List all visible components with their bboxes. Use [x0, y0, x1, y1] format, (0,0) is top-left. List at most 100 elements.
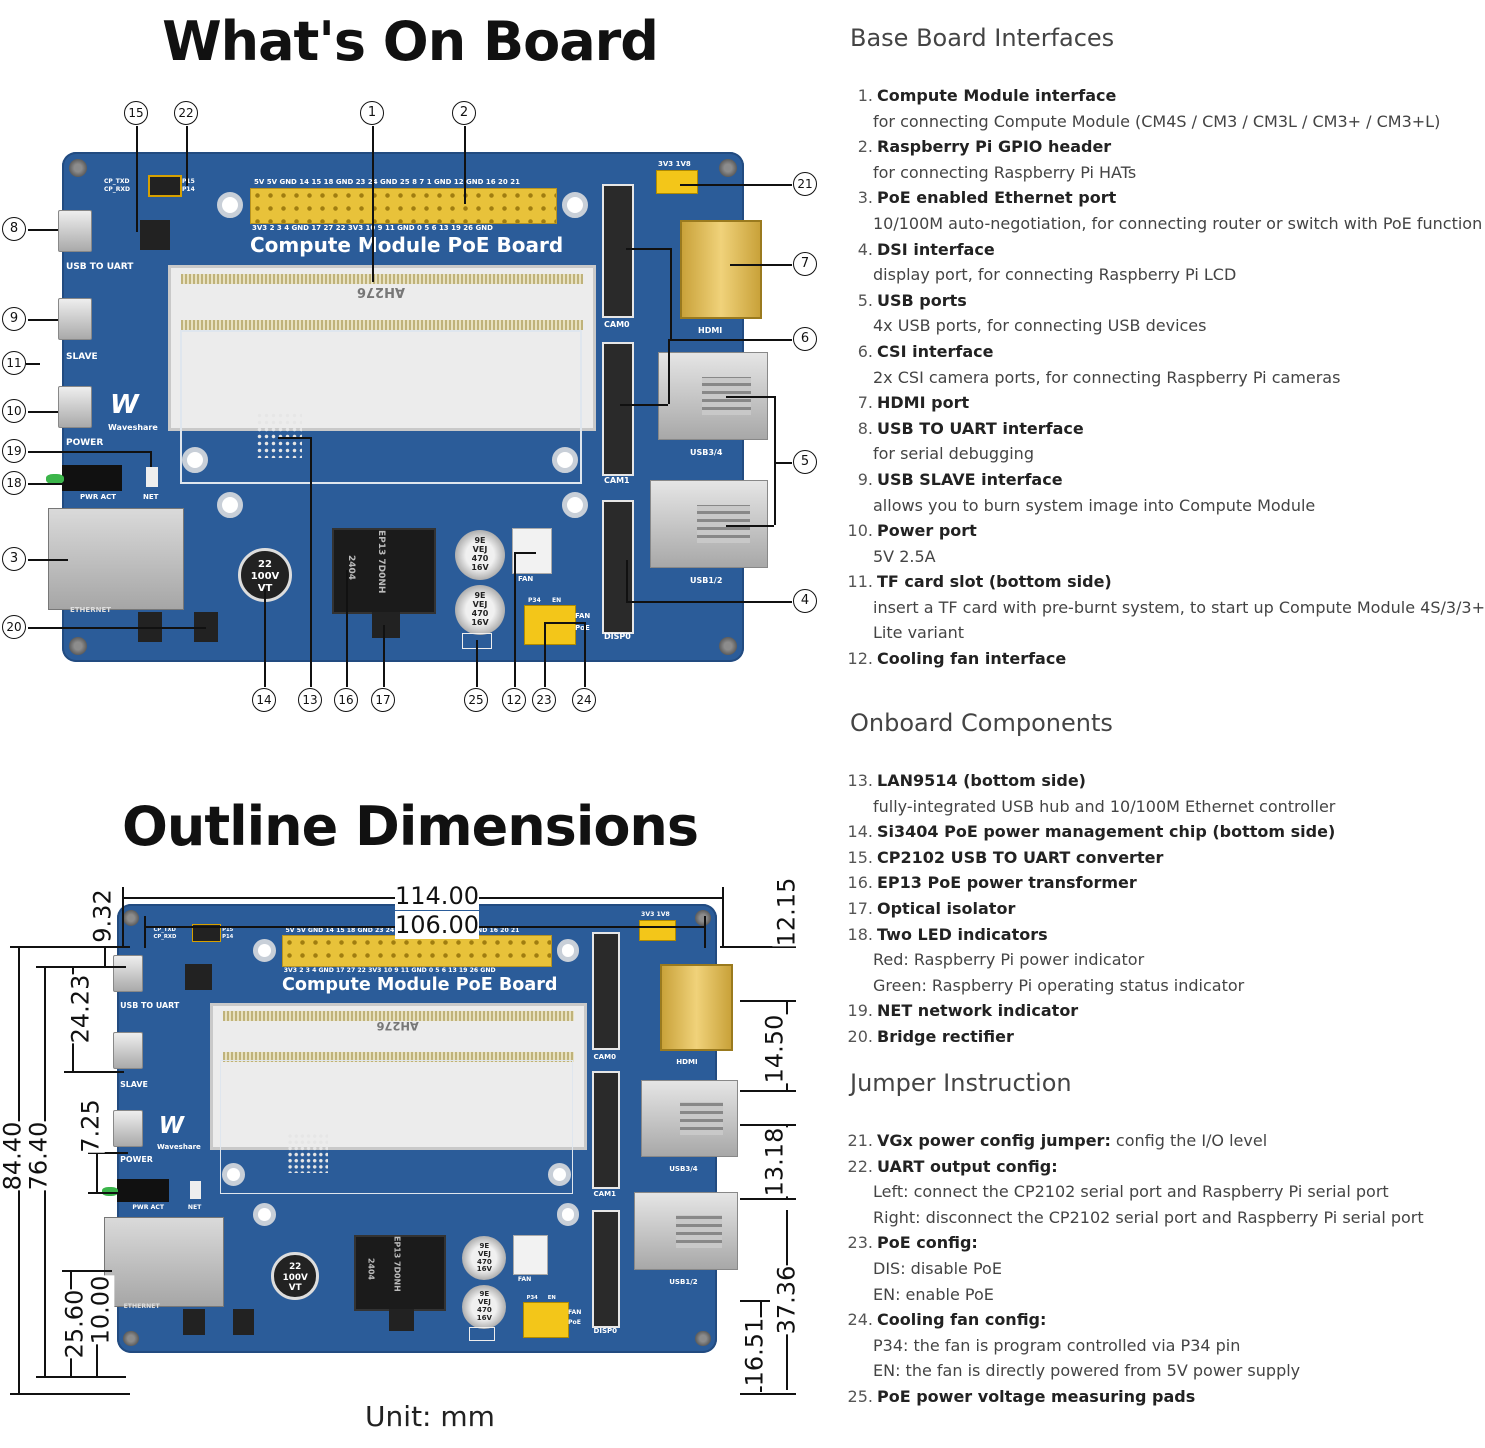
socket-label: AH276	[376, 1019, 419, 1034]
list-item: 2.Raspberry Pi GPIO header	[843, 134, 1443, 160]
cp2102-chip	[140, 220, 170, 250]
corner-screw	[719, 159, 737, 177]
leader-line	[28, 627, 206, 629]
item-number: 18.	[847, 924, 873, 944]
leader-line	[186, 126, 188, 186]
compute-module-socket	[168, 265, 596, 431]
leader-line	[668, 339, 670, 404]
dim-725-label: 7.25	[76, 1099, 105, 1153]
leader-line	[28, 229, 58, 231]
dim-2560-label: 25.60	[60, 1289, 89, 1359]
callout-5: 5	[793, 450, 817, 474]
section-items: 21.VGx power config jumper: config the I…	[843, 1128, 1443, 1410]
dim-1000-label: 10.00	[86, 1275, 115, 1345]
mounting-hole	[217, 192, 243, 218]
leader-line	[346, 570, 348, 687]
item-label: Bridge rectifier	[877, 1026, 1014, 1046]
net-label: NET	[143, 493, 159, 501]
dim-932-line	[104, 946, 106, 966]
ethernet-port	[48, 508, 184, 610]
callout-23: 23	[532, 688, 556, 712]
callout-18: 18	[2, 471, 26, 495]
socket-well	[220, 1060, 573, 1195]
usb34-label: USB3/4	[690, 448, 723, 457]
compute-module-socket	[209, 1003, 588, 1150]
ethernet-label: ETHERNET	[123, 1303, 160, 1311]
list-item: 7.HDMI port	[843, 390, 1443, 416]
gpio-header	[282, 935, 553, 968]
waveshare-mark: W	[158, 1113, 185, 1140]
hdmi-port	[660, 963, 734, 1052]
corner-screw	[694, 1330, 711, 1347]
callout-15: 15	[124, 101, 148, 125]
item-number: 2.	[857, 137, 873, 157]
gpio-header	[250, 188, 557, 224]
list-item: 23.PoE config:	[843, 1230, 1443, 1256]
height-7640-label: 76.40	[24, 1121, 53, 1191]
corner-screw	[69, 159, 87, 177]
list-item: 12.Cooling fan interface	[843, 646, 1443, 672]
list-item: 1.Compute Module interface	[843, 83, 1443, 109]
item-label: Compute Module interface	[877, 86, 1117, 105]
dim-2423-label: 24.23	[66, 974, 95, 1044]
item-number: 7.	[857, 393, 873, 413]
cp-rxd-label: CP_RXD	[104, 186, 131, 193]
item-label: Two LED indicators	[877, 924, 1048, 944]
item-number: 5.	[857, 290, 873, 310]
dim-1651-label: 16.51	[740, 1317, 769, 1387]
mounting-hole	[556, 1202, 580, 1226]
callout-20: 20	[2, 615, 26, 639]
leader-line	[626, 248, 670, 250]
net-led	[190, 1180, 202, 1199]
item-label: UART output config:	[877, 1156, 1058, 1176]
leader-line	[476, 640, 478, 687]
leader-line	[278, 437, 310, 439]
item-description: DIS: disable PoE	[873, 1258, 1002, 1278]
item-label: CSI interface	[877, 341, 994, 361]
list-item: 20.Bridge rectifier	[843, 1024, 1443, 1050]
dimension-line	[740, 1393, 796, 1395]
list-item: 19.NET network indicator	[843, 998, 1443, 1024]
fan-connector	[512, 1234, 548, 1276]
item-label: Optical isolator	[877, 898, 1016, 918]
p34-label: P34	[526, 1295, 538, 1302]
waveshare-logo: Waveshare	[157, 1142, 201, 1152]
item-description: for connecting Raspberry Pi HATs	[873, 162, 1137, 182]
vgx-label: 3V3 1V8	[658, 160, 691, 168]
item-number: 19.	[847, 1001, 873, 1021]
item-label: USB SLAVE interface	[877, 469, 1063, 489]
leader-line	[310, 437, 312, 687]
dimension-line	[144, 916, 146, 948]
item-label: DSI interface	[877, 239, 995, 259]
list-item: 5.USB ports	[843, 288, 1443, 314]
power-port	[58, 386, 92, 428]
list-item: 4.DSI interface	[843, 237, 1443, 263]
ep13-transformer	[332, 528, 436, 614]
list-item: 16.EP13 PoE power transformer	[843, 870, 1443, 896]
dimension-line	[704, 916, 706, 948]
list-item: 8.USB TO UART interface	[843, 416, 1443, 442]
slave-label: SLAVE	[66, 352, 98, 362]
led-indicators	[62, 465, 122, 491]
power-label: POWER	[66, 438, 104, 448]
dim-1000-line	[96, 1330, 98, 1376]
socket-label: AH276	[356, 284, 405, 299]
slave-label: SLAVE	[120, 1079, 148, 1089]
dimension-line	[122, 887, 124, 947]
item-label: CP2102 USB TO UART converter	[877, 847, 1164, 867]
corner-screw	[719, 637, 737, 655]
dimension-line	[740, 1198, 796, 1200]
dimension-line	[720, 946, 796, 948]
item-inline-desc: config the I/O level	[1110, 1131, 1268, 1150]
leader-line	[726, 396, 774, 398]
dimension-line	[10, 946, 130, 948]
mounting-hole	[252, 1202, 276, 1226]
section-items: 1.Compute Module interface for connecting…	[843, 83, 1485, 672]
callout-4: 4	[793, 589, 817, 613]
item-number: 14.	[847, 822, 873, 842]
gpio-bottom-labels: 3V3 2 3 4 GND 17 27 22 3V3 10 9 11 GND 0…	[283, 967, 496, 975]
usb-port-34	[641, 1079, 739, 1158]
item-description: Green: Raspberry Pi operating status ind…	[873, 975, 1245, 995]
item-number: 21.	[847, 1131, 873, 1150]
usb34-label: USB3/4	[669, 1164, 698, 1174]
